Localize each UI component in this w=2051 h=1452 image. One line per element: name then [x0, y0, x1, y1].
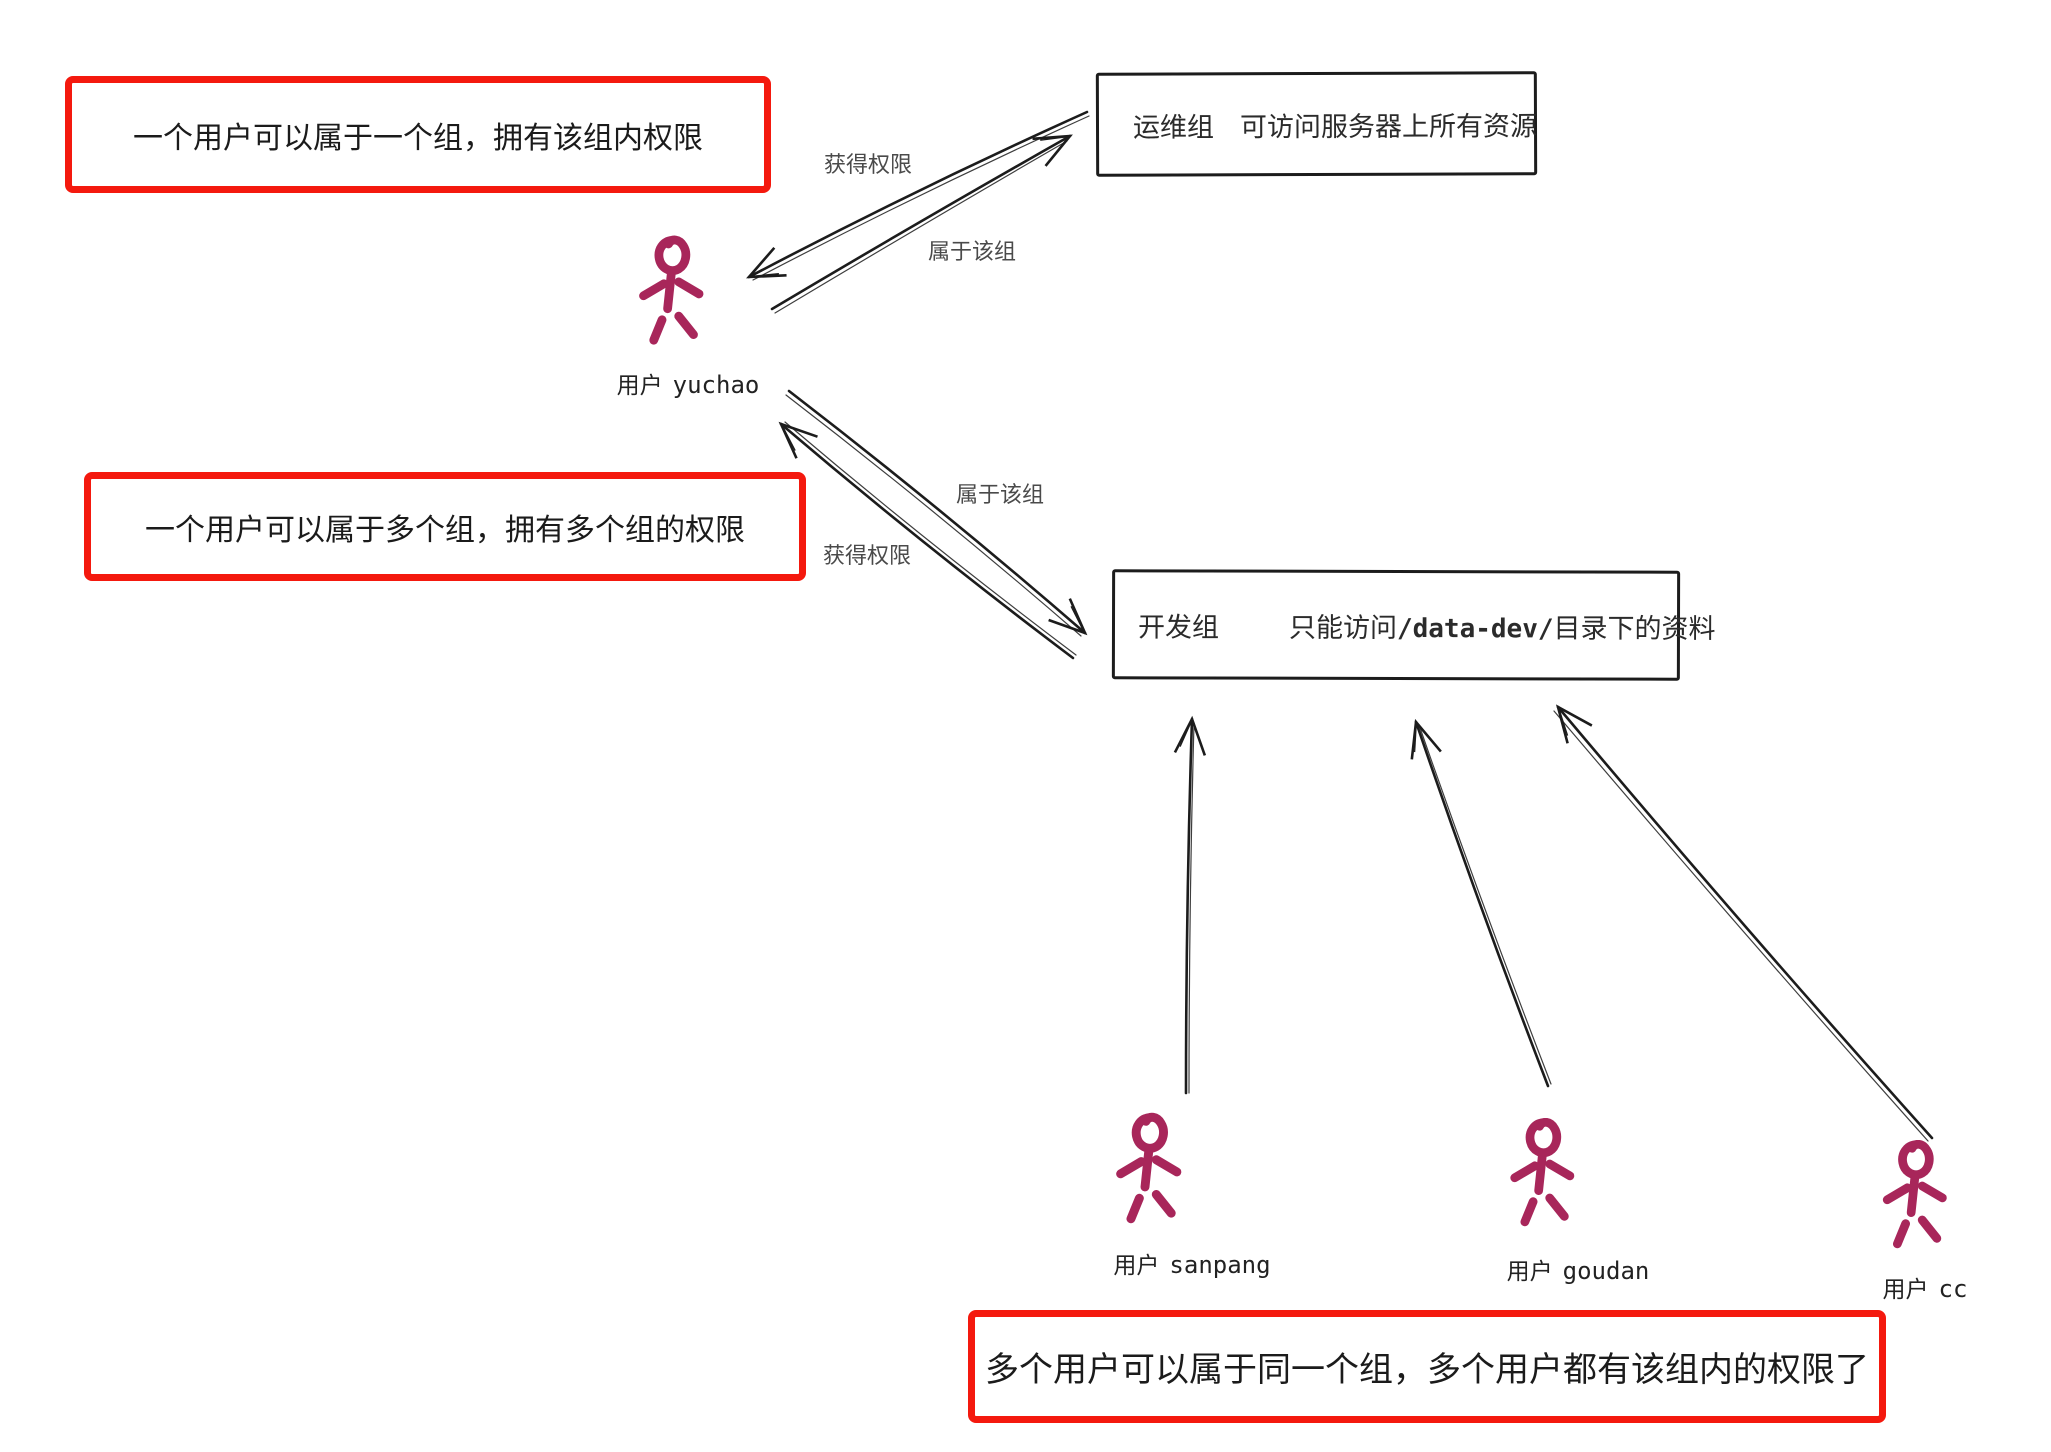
edge-label-ops-gain: 获得权限	[823, 152, 913, 177]
edge-label-dev-belong: 属于该组	[955, 482, 1045, 507]
note-one-user-multi-group[interactable]: 一个用户可以属于多个组，拥有多个组的权限	[84, 472, 806, 581]
group-name: 运维组	[1132, 111, 1215, 143]
arrow-yuchao-belongs-ops[interactable]	[770, 134, 1073, 314]
path-code: /data-dev/	[1396, 613, 1554, 644]
note-text: 一个用户可以属于多个组，拥有多个组的权限	[145, 513, 745, 547]
edge-label-dev-gain: 获得权限	[822, 543, 912, 568]
group-box-dev[interactable]: 开发组 只能访问/data-dev/目录下的资料	[1111, 569, 1716, 681]
note-one-user-one-group[interactable]: 一个用户可以属于一个组，拥有该组内权限	[65, 76, 771, 193]
group-desc: 可访问服务器上所有资源	[1239, 110, 1538, 142]
note-text: 多个用户可以属于同一个组，多个用户都有该组内的权限了	[985, 1351, 1869, 1389]
arrow-sanpang-to-dev[interactable]	[1173, 715, 1207, 1095]
group-name: 开发组	[1137, 611, 1220, 643]
user-icon-sanpang[interactable]	[1121, 1117, 1177, 1219]
arrow-dev-grants-yuchao[interactable]	[778, 421, 1077, 660]
arrow-ops-grants-yuchao[interactable]	[746, 110, 1090, 281]
note-text: 一个用户可以属于一个组，拥有该组内权限	[133, 121, 703, 155]
group-box-ops[interactable]: 运维组 可访问服务器上所有资源	[1095, 71, 1538, 177]
arrow-cc-to-dev[interactable]	[1553, 704, 1934, 1142]
user-icon-goudan[interactable]	[1515, 1122, 1570, 1222]
user-icon-yuchao[interactable]	[644, 240, 700, 340]
note-multi-user-one-group[interactable]: 多个用户可以属于同一个组，多个用户都有该组内的权限了	[968, 1310, 1886, 1423]
arrow-yuchao-belongs-dev[interactable]	[785, 389, 1088, 637]
user-icon-cc[interactable]	[1887, 1144, 1942, 1244]
arrow-goudan-to-dev[interactable]	[1410, 718, 1552, 1088]
group-desc: 只能访问/data-dev/目录下的资料	[1288, 612, 1716, 644]
edge-label-ops-belong: 属于该组	[927, 239, 1017, 264]
